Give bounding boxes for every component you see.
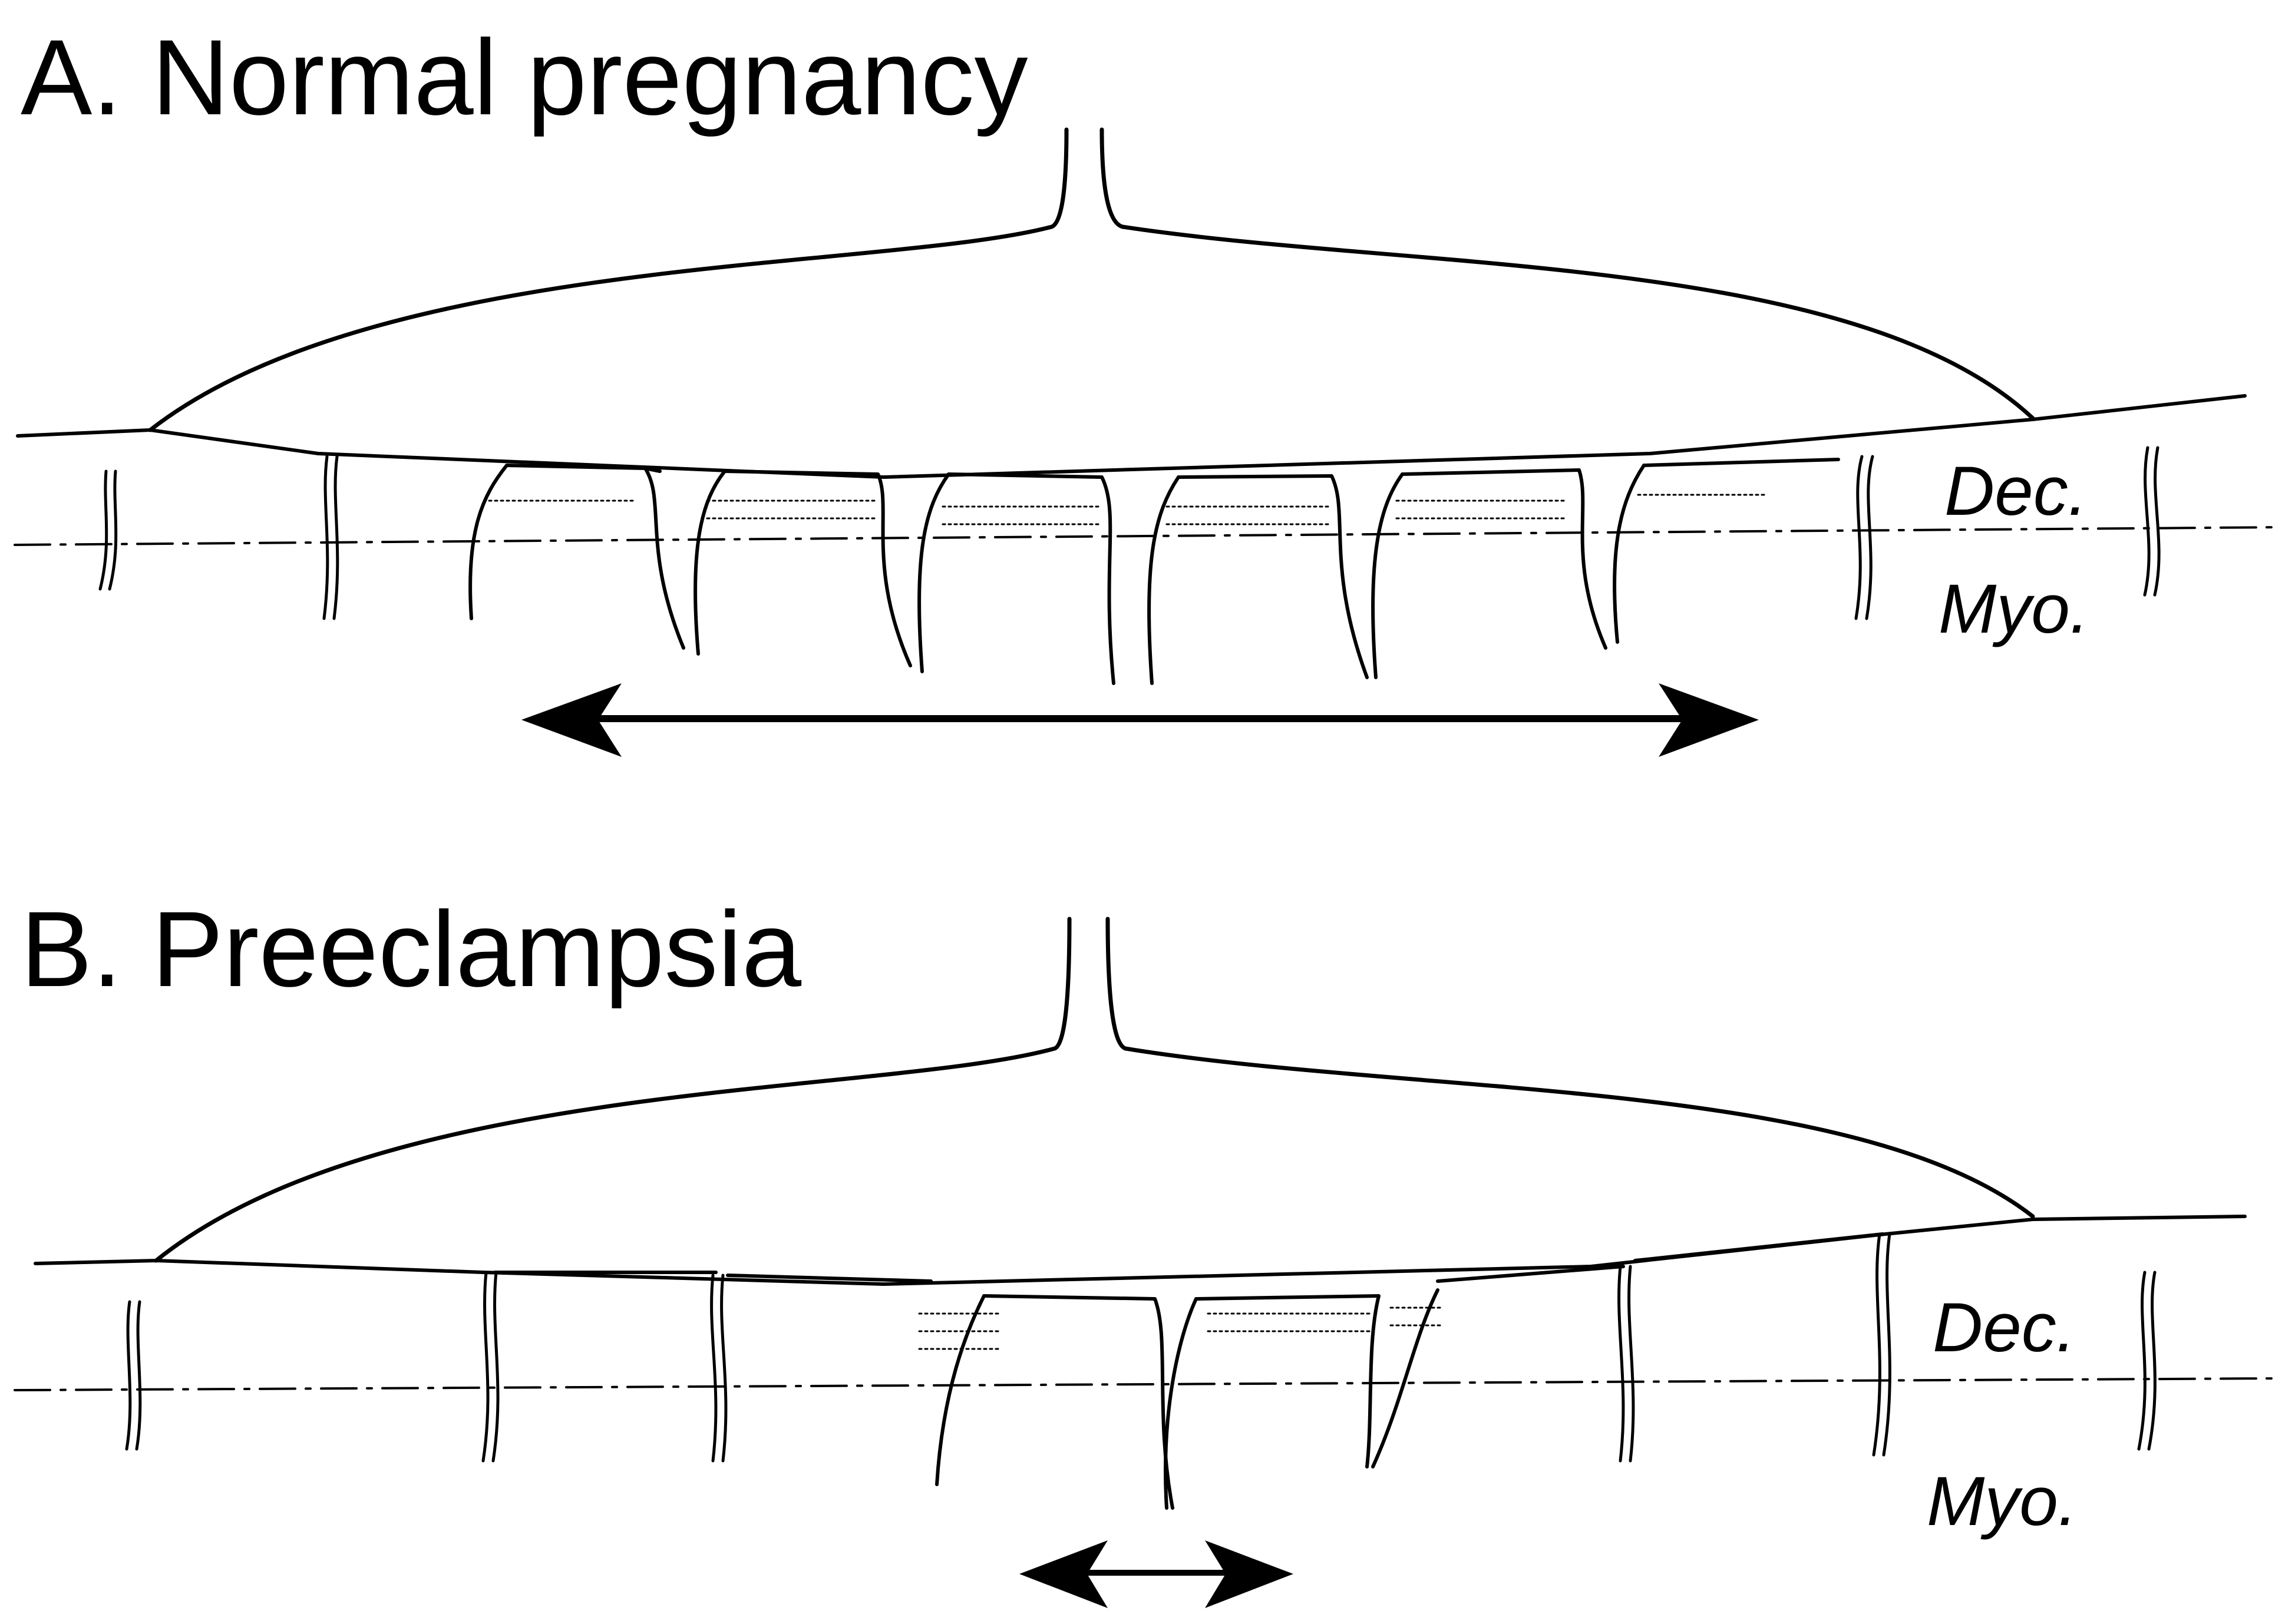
panel-b-title: B. Preeclampsia <box>21 889 802 1009</box>
panel-b-myometrium-label: Myo. <box>1927 1463 2078 1540</box>
panel-b-extent-arrow-left-head <box>1019 1540 1108 1608</box>
panel-b-unremodeled-artery <box>710 1274 728 1463</box>
panel-a-remodeled-artery <box>694 469 912 667</box>
panel-a-unremodeled-artery <box>2143 446 2161 597</box>
panel-b-unremodeled-artery <box>1872 1232 1891 1457</box>
panel-b-unremodeled-artery <box>481 1271 500 1463</box>
panel-b-decidua-surface <box>34 1215 2247 1286</box>
panel-a-title: A. Normal pregnancy <box>21 17 1028 137</box>
panel-a-extent-arrow-left-head <box>521 683 622 757</box>
panel-a-decidua-surface <box>16 394 2247 479</box>
panel-a-unremodeled-artery <box>322 455 339 620</box>
panel-a-remodeled-artery <box>468 464 685 650</box>
panel-b-trophoblast-hatching <box>918 1307 1445 1350</box>
panel-a-boundary-line <box>14 526 2281 546</box>
panel-a-placenta-outline <box>148 127 1069 432</box>
panel-b-unremodeled-artery <box>1617 1265 1635 1463</box>
panel-a-unremodeled-artery <box>1854 455 1874 620</box>
panel-a-decidua-label: Dec. <box>1944 452 2088 530</box>
panel-a-extent-arrow-right-head <box>1659 683 1759 757</box>
panel-a-remodeled-artery <box>1613 458 1840 644</box>
panel-a-remodeled-artery <box>1371 468 1607 679</box>
panel-b-remodeled-artery <box>1164 1294 1381 1510</box>
panel-b-remodeled-artery <box>1371 1288 1439 1468</box>
panel-b-remodeled-artery <box>935 1294 1174 1510</box>
panel-b-unremodeled-artery <box>125 1300 142 1451</box>
panel-a-placenta-outline-right <box>1099 127 2035 421</box>
panel-a-unremodeled-artery <box>98 469 118 591</box>
panel-b-unremodeled-artery <box>2137 1271 2157 1451</box>
panel-b-decidua-label: Dec. <box>1933 1289 2076 1367</box>
panel-a-remodeled-artery <box>917 472 1115 685</box>
panel-b-extent-arrow-right-head <box>1205 1540 1293 1608</box>
panel-b-placenta-outline-right <box>1105 917 2035 1219</box>
panel-b-boundary-line <box>14 1377 2281 1391</box>
panel-b-placenta-outline <box>154 917 1072 1263</box>
panel-a-trophoblast-hatching <box>488 494 1769 525</box>
panel-a-myometrium-label: Myo. <box>1939 570 2089 648</box>
panel-a-remodeled-artery <box>1147 474 1369 685</box>
